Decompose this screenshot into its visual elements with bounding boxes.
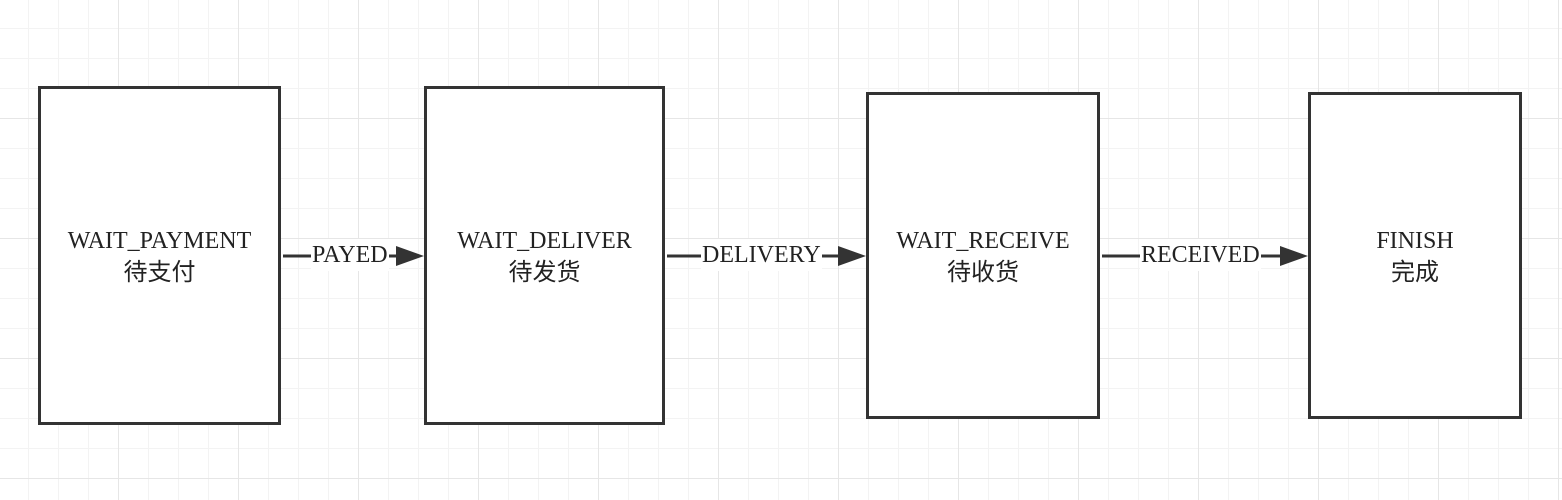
state-label: 待发货: [508, 259, 581, 286]
state-label: 待收货: [947, 259, 1019, 286]
transition-label-delivery: DELIVERY: [701, 239, 822, 271]
arrow-payed-head: [396, 246, 424, 266]
state-name: WAIT_PAYMENT: [67, 227, 252, 254]
state-finish[interactable]: FINISH 完成: [1308, 92, 1522, 419]
state-label: 待支付: [123, 259, 196, 286]
state-wait-deliver[interactable]: WAIT_DELIVER 待发货: [424, 86, 665, 425]
arrow-delivery-head: [838, 246, 866, 266]
state-name: WAIT_DELIVER: [457, 227, 632, 254]
state-wait-receive[interactable]: WAIT_RECEIVE 待收货: [866, 92, 1100, 419]
arrow-received-head: [1280, 246, 1308, 266]
transition-label-payed: PAYED: [311, 239, 389, 271]
state-label: 完成: [1391, 259, 1439, 286]
state-wait-payment[interactable]: WAIT_PAYMENT 待支付: [38, 86, 281, 425]
transition-label-received: RECEIVED: [1140, 239, 1261, 271]
state-name: FINISH: [1376, 227, 1454, 254]
state-name: WAIT_RECEIVE: [896, 227, 1070, 254]
